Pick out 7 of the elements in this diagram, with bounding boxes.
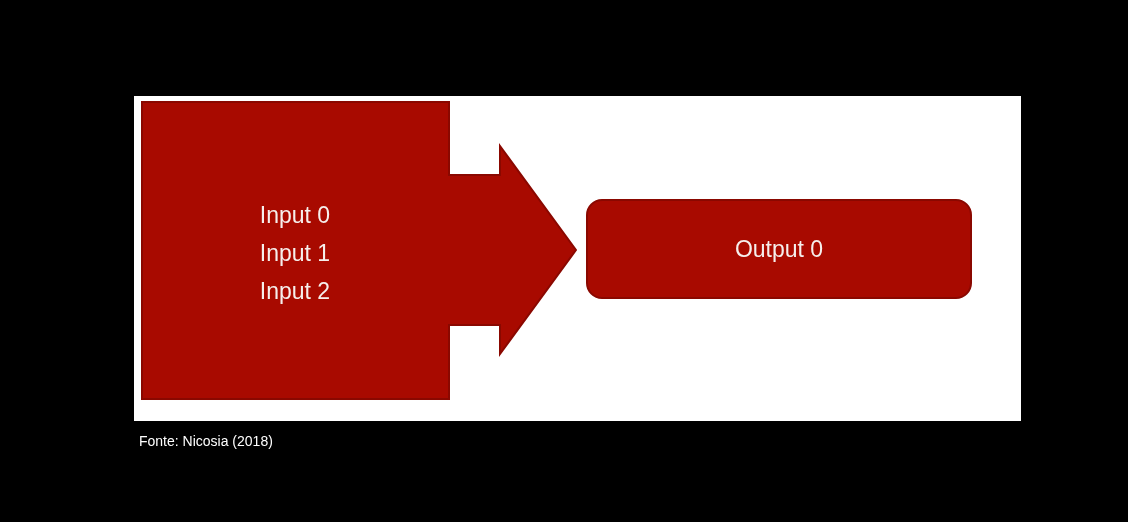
output-box xyxy=(586,199,972,299)
arrow-block xyxy=(141,101,577,400)
caption: Fonte: Nicosia (2018) xyxy=(139,433,273,449)
node-label: Input 0 xyxy=(259,203,331,227)
node-label: Output 0 xyxy=(734,237,824,261)
node-label: Input 1 xyxy=(259,241,331,265)
node-label: Input 2 xyxy=(259,279,331,303)
